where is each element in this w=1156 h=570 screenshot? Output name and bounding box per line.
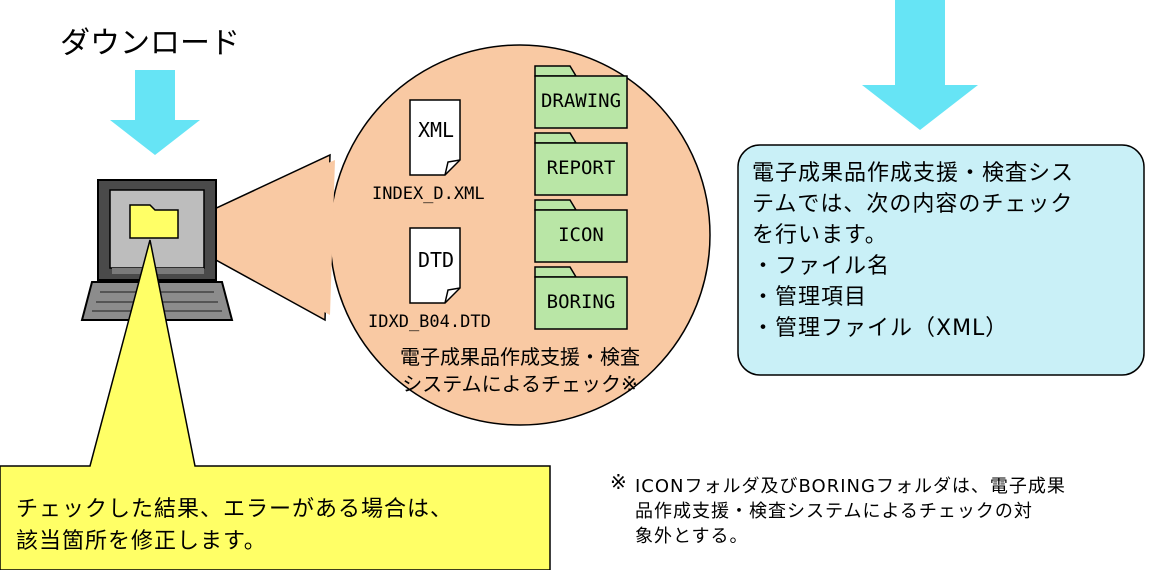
callout-text: チェックした結果、エラーがある場合は、 該当箇所を修正します。	[16, 497, 454, 554]
folder-report-icon	[534, 132, 628, 196]
top-right-arrow	[862, 0, 978, 130]
xml-file-icon	[409, 99, 461, 176]
info-box	[737, 144, 1145, 376]
folder-drawing-label: DRAWING	[540, 90, 622, 112]
circle-caption: 電子成果品作成支援・検査 システムによるチェック※	[400, 345, 640, 396]
folder-boring-icon	[534, 266, 628, 330]
footnote-text: ICONフォルダ及びBORINGフォルダは、電子成果 品作成支援・検査システムに…	[635, 476, 1066, 547]
laptop-icon	[80, 179, 234, 321]
xml-file-name: INDEX_D.XML	[372, 184, 485, 204]
info-box-text: 電子成果品作成支援・検査シス テムでは、次の内容のチェック を行います。 ・ファ…	[752, 161, 1075, 341]
dtd-file-icon	[409, 227, 461, 304]
download-arrow	[110, 70, 200, 155]
folder-icon-label: ICON	[558, 224, 604, 246]
xml-file-tag: XML	[417, 118, 455, 142]
download-label: ダウンロード	[60, 26, 240, 61]
callout-shape	[0, 239, 551, 570]
folder-icon-icon	[534, 199, 628, 263]
footnote-mark: ※	[610, 470, 627, 494]
dtd-file-tag: DTD	[417, 248, 455, 272]
folder-report-label: REPORT	[546, 157, 616, 179]
dtd-file-name: IDXD_B04.DTD	[368, 312, 491, 332]
folder-drawing-icon	[534, 65, 628, 129]
folder-boring-label: BORING	[546, 291, 616, 313]
